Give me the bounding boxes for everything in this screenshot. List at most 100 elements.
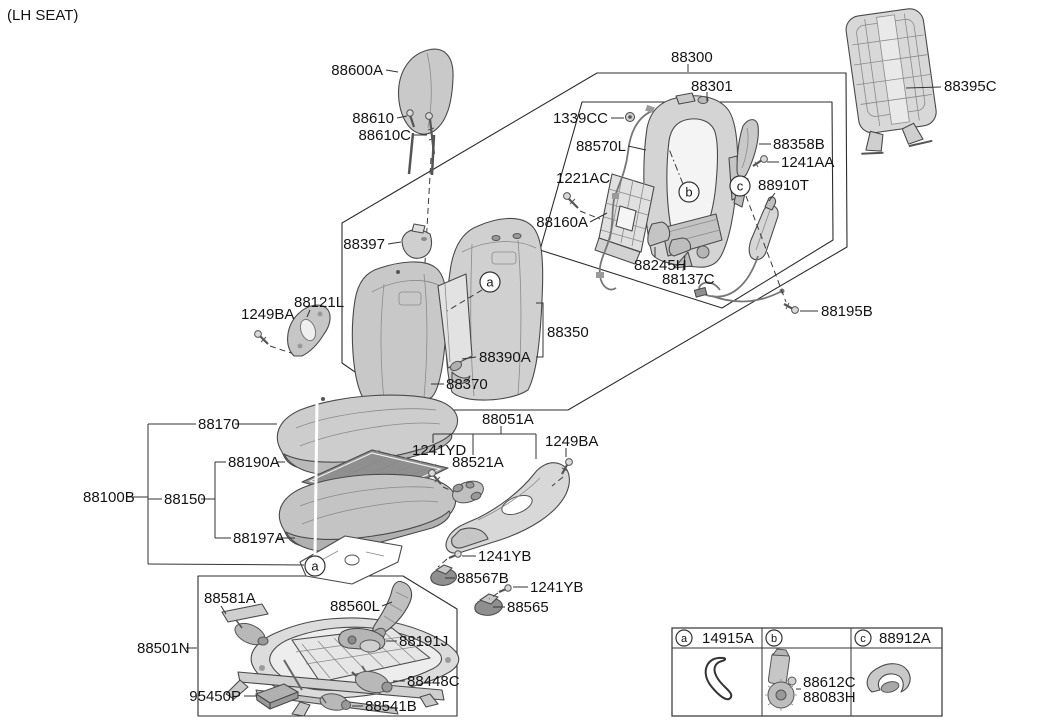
airbag-88910T-drawing [693,196,785,303]
cushion-pad-88150-drawing [278,473,457,553]
label-88565: 88565 [507,599,549,616]
label-88301: 88301 [691,78,733,95]
screw-1241YB-upper [448,550,462,560]
marker-b-label: b [685,185,692,200]
label-88150: 88150 [164,491,206,508]
marker-c-label: c [737,179,744,194]
label-88197A: 88197A [233,530,285,547]
label-1241YB-lower: 1241YB [530,579,583,596]
label-88910T: 88910T [758,177,809,194]
label-88610: 88610 [352,110,394,127]
label-88191J: 88191J [399,633,448,650]
bracket-88245H-drawing [647,221,671,247]
label-88358B: 88358B [773,136,825,153]
screw-1249BA-right [561,458,573,475]
label-88245H: 88245H [634,257,687,274]
label-1339CC: 1339CC [553,110,608,127]
motor-88541B-drawing [319,693,351,711]
callout-marker-a-lower: a [304,555,326,577]
label-88397: 88397 [343,236,385,253]
clip-88565-drawing [474,593,503,616]
switch-88521A-drawing [452,480,484,504]
legend-hook-14915A-drawing [704,656,733,701]
tray-88197A-drawing [299,535,403,585]
marker-a-lower-label: a [311,559,319,574]
label-1241YB-upper: 1241YB [478,548,531,565]
label-88370: 88370 [446,376,488,393]
legend-key-a: a [681,633,688,645]
label-1241AA: 1241AA [781,154,834,171]
label-95450P: 95450P [189,688,241,705]
back-panel-88395C-drawing [845,8,937,155]
screw-1241AA [752,155,768,168]
label-88541B: 88541B [365,698,417,715]
label-88570L: 88570L [576,138,626,155]
label-88448C: 88448C [407,673,460,690]
label-88121L: 88121L [294,294,344,311]
legend-key-b: b [771,633,777,645]
module-95450P-drawing [255,683,299,710]
heater-mat-88160A-drawing [594,173,655,265]
harness-88570L-drawing [596,104,655,291]
label-88501N: 88501N [137,640,190,657]
seatback-cover-88370-drawing [351,261,448,406]
label-1249BA-right: 1249BA [545,433,598,450]
bracket-88191J-drawing [338,627,386,653]
label-88395C: 88395C [944,78,997,95]
screw-1241YD [428,469,442,485]
guide-88397-drawing [401,223,433,259]
legend-part-88912A: 88912A [879,630,931,647]
bracket-88121L-drawing [287,304,331,357]
label-88521A: 88521A [452,454,504,471]
label-88195B: 88195B [821,303,873,320]
shield-88051A-drawing [445,462,570,554]
screw-88610C [425,112,436,155]
screw-88610 [406,109,416,128]
bracket-88137C-drawing [668,237,692,257]
label-title: (LH SEAT) [7,7,78,24]
group-boundaries [197,72,848,717]
label-88567B: 88567B [457,570,509,587]
screw-1249BA-left [254,330,269,345]
label-88350: 88350 [547,324,589,341]
label-88610C: 88610C [358,127,411,144]
label-88051A: 88051A [482,411,534,428]
legend-part-88612C: 88612C [803,674,856,691]
fastener-guide-line [313,399,319,557]
callout-marker-b: b [678,181,700,203]
screw-1241YB-lower [498,584,512,594]
legend-table: a 14915A b c 88912A 88612C 88083H [671,627,943,717]
label-88137C: 88137C [662,271,715,288]
label-88190A: 88190A [228,454,280,471]
marker-a-upper-label: a [486,275,494,290]
legend-part-88083H: 88083H [803,689,856,706]
reference-lines [269,148,787,600]
grommet-1339CC-drawing [625,112,635,122]
motor-88581A-drawing [221,603,269,646]
label-88170: 88170 [198,416,240,433]
screw-88195B [783,302,799,314]
label-88300: 88300 [671,49,713,66]
callout-marker-c: c [729,175,751,197]
seatback-frame-drawing [643,92,741,269]
label-88600A: 88600A [331,62,383,79]
label-88581A: 88581A [204,590,256,607]
label-88100B: 88100B [83,489,135,506]
motor-88448C-drawing [351,670,393,694]
label-1241YD: 1241YD [412,442,466,459]
part-labels: (LH SEAT) 88600A 88610 88610C 88300 8830… [7,7,997,715]
callout-marker-a-upper: a [479,271,501,293]
label-88390A: 88390A [479,349,531,366]
clip-88567B-drawing [430,564,457,586]
label-88160A: 88160A [536,214,588,231]
legend-key-c: c [860,633,866,645]
board-88390A-drawing [437,273,473,385]
leader-lines [127,64,942,707]
label-88560L: 88560L [330,598,380,615]
label-1249BA-left: 1249BA [241,306,294,323]
boundary-88300 [341,72,848,411]
headrest-guide-line [423,157,432,281]
label-1221AC: 1221AC [556,170,610,187]
legend-motor-88612C-drawing: 88612C 88083H [765,648,856,711]
